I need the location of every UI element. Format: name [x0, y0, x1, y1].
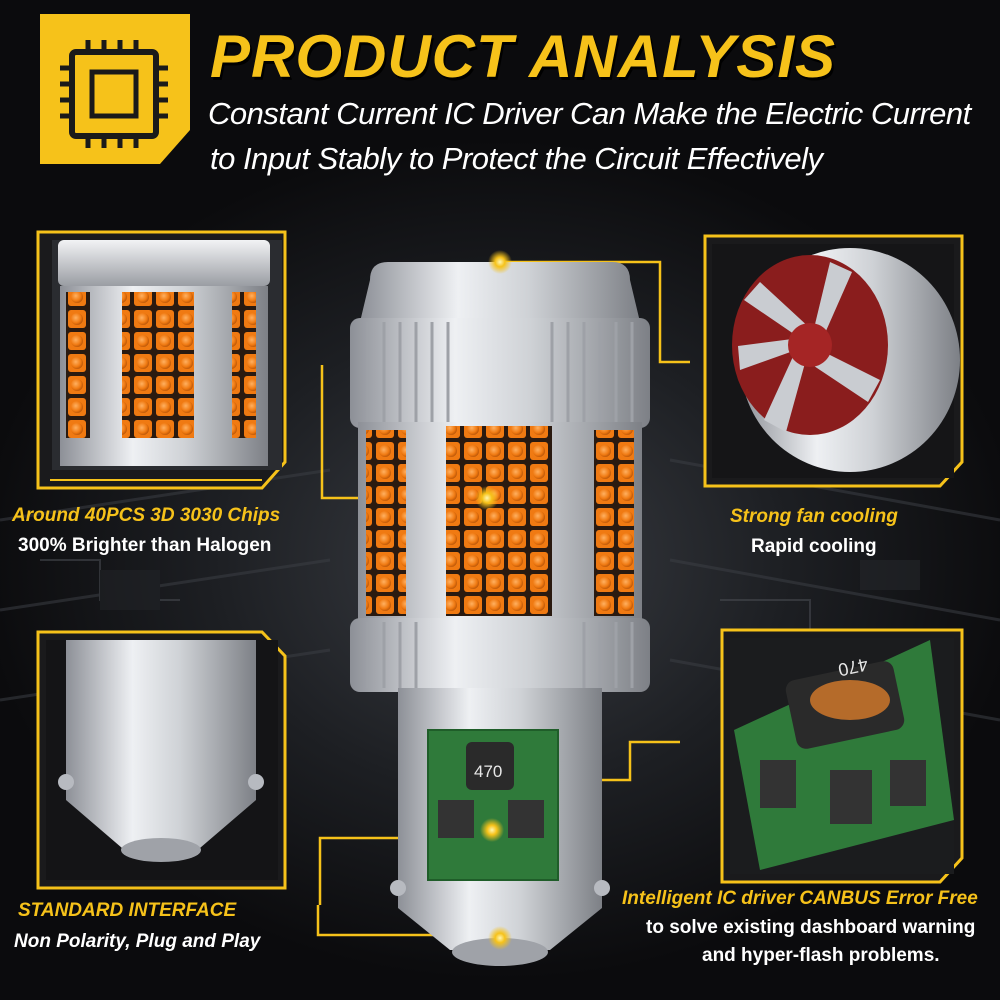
interface-headline: STANDARD INTERFACE: [18, 900, 237, 921]
highlight-dots: [475, 250, 512, 950]
driver-headline: Intelligent IC driver CANBUS Error Free: [622, 888, 978, 909]
panel-fan-cooling: [703, 234, 964, 488]
subtitle-line-1: Constant Current IC Driver Can Make the …: [208, 96, 971, 131]
page-title: PRODUCT ANALYSIS: [210, 23, 837, 90]
interface-detail: Non Polarity, Plug and Play: [14, 931, 261, 952]
driver-detail-line-1: to solve existing dashboard warning: [646, 917, 976, 938]
panel-standard-interface: [36, 630, 287, 890]
inductor-code-small: 470: [474, 762, 502, 781]
cooling-detail: Rapid cooling: [751, 536, 877, 557]
panel-led-chips: [36, 230, 287, 490]
chip-badge: [40, 14, 190, 164]
chips-detail: 300% Brighter than Halogen: [18, 535, 272, 556]
main-bulb: 470: [350, 262, 650, 966]
panel-ic-driver: 470: [720, 628, 964, 884]
subtitle-line-2: to Input Stably to Protect the Circuit E…: [210, 141, 823, 176]
driver-detail-line-2: and hyper-flash problems.: [702, 945, 940, 966]
cooling-headline: Strong fan cooling: [730, 506, 898, 527]
chips-headline: Around 40PCS 3D 3030 Chips: [12, 505, 281, 526]
